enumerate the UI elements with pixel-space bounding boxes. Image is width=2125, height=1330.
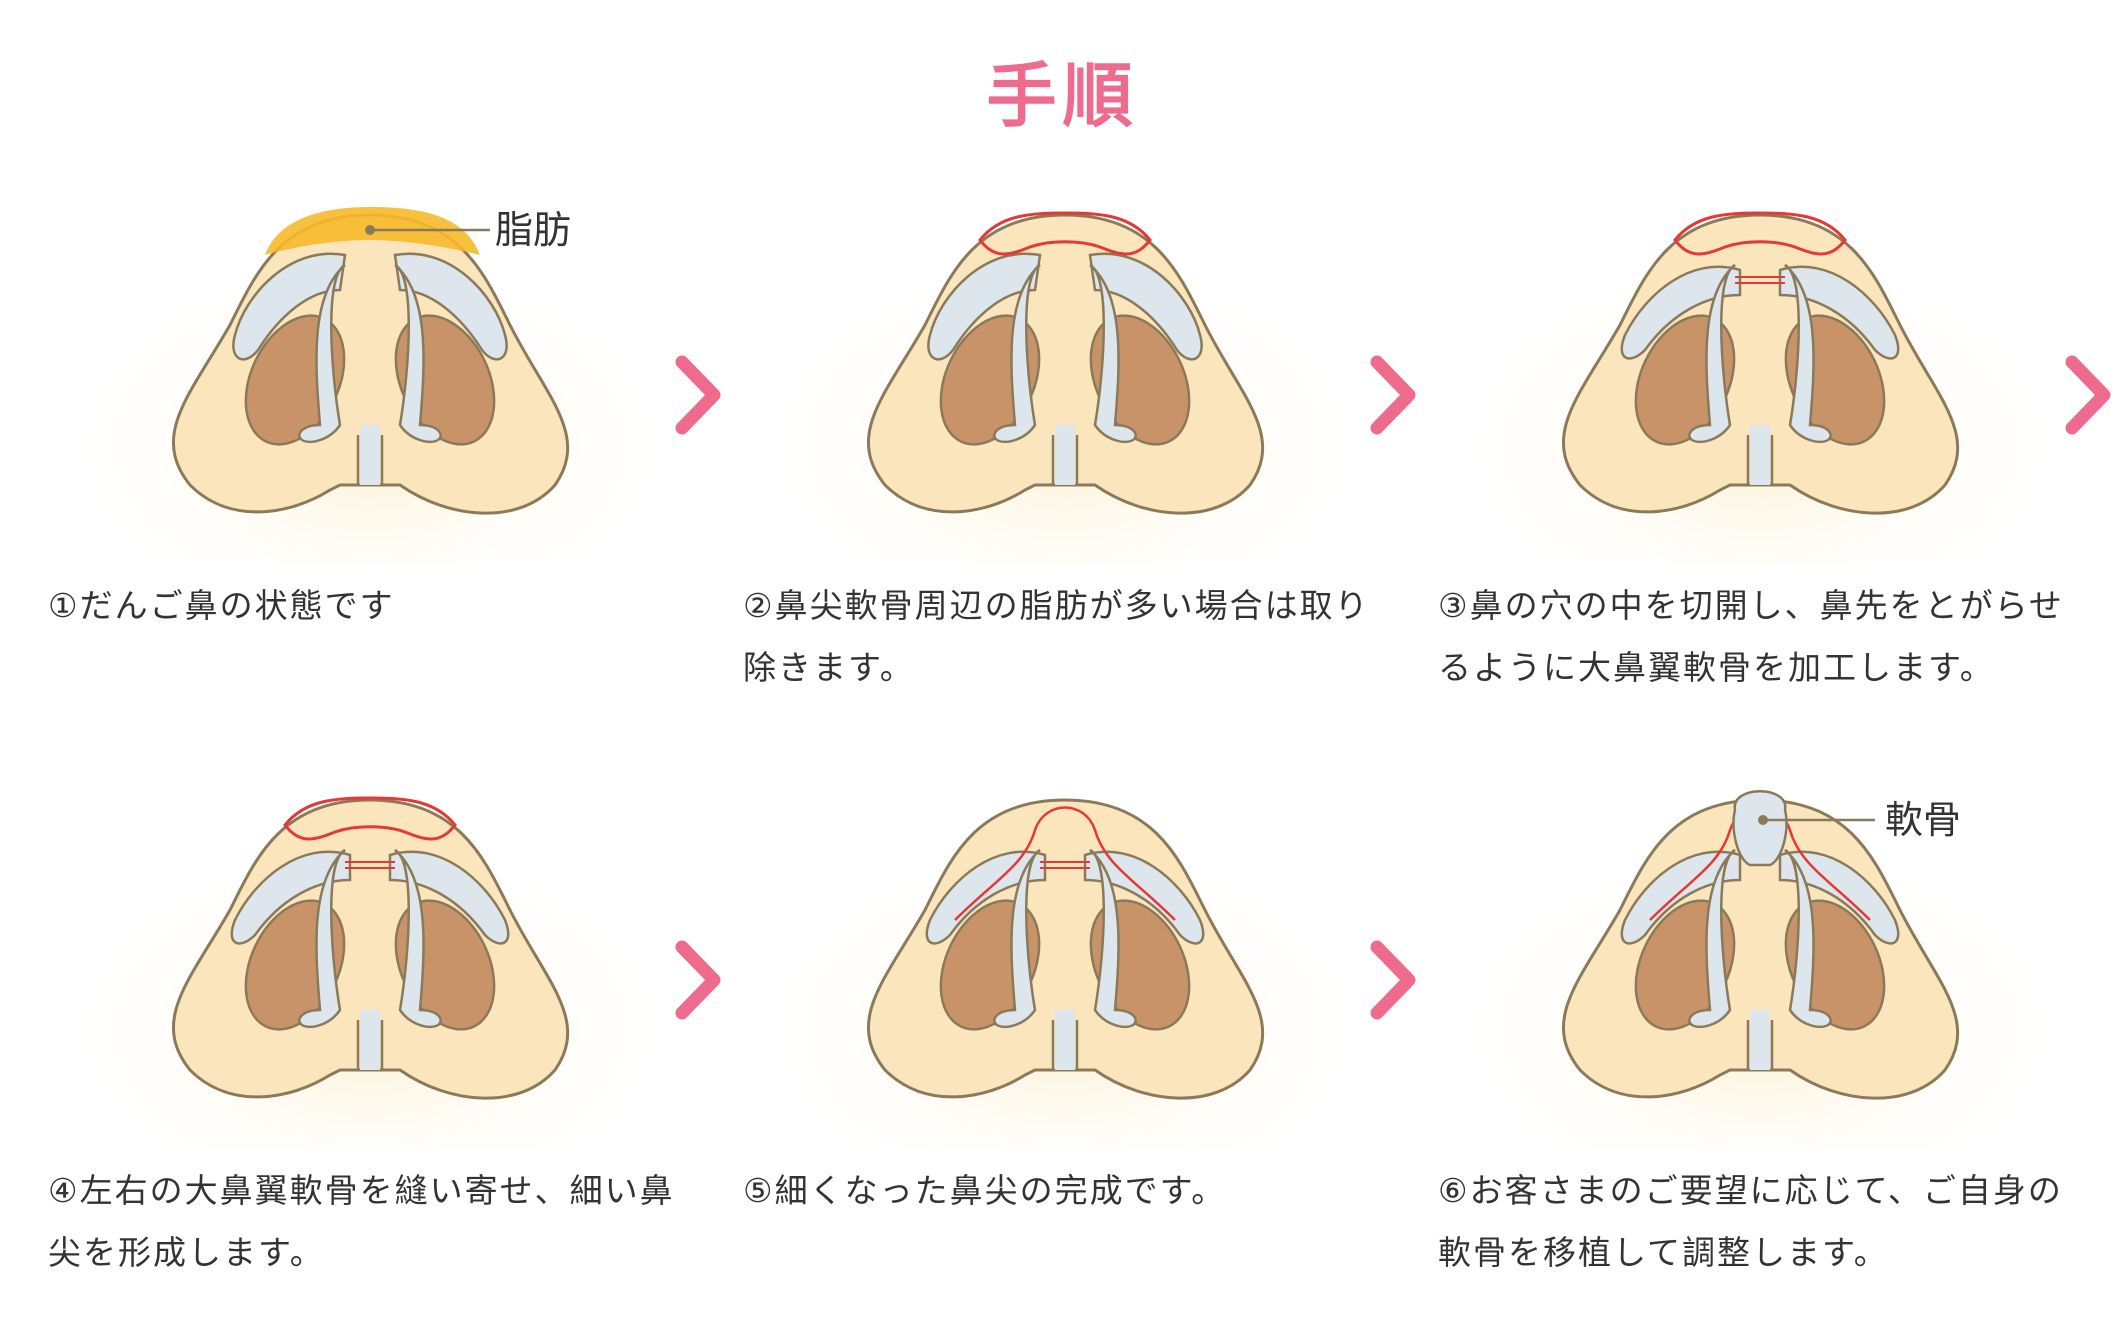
chevron-right-icon bbox=[1370, 940, 1416, 1020]
columella-fill bbox=[360, 425, 380, 485]
lateral-crus-left bbox=[925, 850, 1047, 945]
lateral-crus-right bbox=[388, 850, 510, 945]
lateral-crus-right bbox=[1778, 265, 1900, 360]
lateral-crus-left bbox=[232, 252, 347, 361]
medial-crus-left bbox=[993, 263, 1041, 444]
columella-fill bbox=[1750, 1010, 1770, 1070]
lateral-crus-right bbox=[393, 252, 508, 361]
lateral-crus-left bbox=[230, 850, 352, 945]
step-5: ⑤細くなった鼻尖の完成です。 bbox=[735, 770, 1395, 1330]
nose-illustration bbox=[1450, 211, 2070, 565]
incision-line bbox=[1673, 211, 1847, 256]
lateral-crus-left bbox=[1620, 850, 1742, 945]
columella bbox=[1746, 1020, 1774, 1070]
step-2: ②鼻尖軟骨周辺の脂肪が多い場合は取り除きます。 bbox=[735, 185, 1395, 745]
medial-crus-right bbox=[1089, 263, 1137, 444]
chevron-right-icon bbox=[675, 355, 721, 435]
suture-marks bbox=[345, 861, 395, 869]
chevron-right-icon bbox=[2065, 355, 2111, 435]
suture-marks bbox=[1735, 276, 1785, 284]
cartilage-graft bbox=[1732, 790, 1788, 867]
nose-illustration bbox=[60, 796, 680, 1150]
incision-line bbox=[978, 211, 1152, 256]
step-3: ③鼻の穴の中を切開し、鼻先をとがらせるように大鼻翼軟骨を加工します。 bbox=[1430, 185, 2090, 745]
step-caption: ③鼻の穴の中を切開し、鼻先をとがらせるように大鼻翼軟骨を加工します。 bbox=[1438, 586, 2064, 687]
columella bbox=[356, 1020, 384, 1070]
nose-illustration bbox=[755, 798, 1375, 1150]
nose-illustration bbox=[755, 211, 1375, 565]
medial-crus-left bbox=[298, 263, 346, 444]
lateral-crus-right bbox=[1088, 252, 1203, 361]
chevron-right-icon bbox=[1370, 355, 1416, 435]
nose-illustration: 軟骨 bbox=[1450, 790, 2070, 1150]
columella bbox=[356, 435, 384, 485]
columella bbox=[1051, 1020, 1079, 1070]
medial-crus-right bbox=[394, 848, 442, 1029]
lateral-crus-right bbox=[1083, 850, 1205, 945]
columella bbox=[1746, 435, 1774, 485]
step-4: ④左右の大鼻翼軟骨を縫い寄せ、細い鼻尖を形成します。 bbox=[40, 770, 700, 1330]
medial-crus-right bbox=[1089, 848, 1137, 1029]
step-caption: ①だんご鼻の状態です bbox=[48, 586, 395, 625]
nose-illustration: 脂肪 bbox=[60, 207, 680, 565]
lateral-crus-left bbox=[927, 252, 1042, 361]
callout-label: 軟骨 bbox=[1885, 798, 1961, 842]
step-caption: ④左右の大鼻翼軟骨を縫い寄せ、細い鼻尖を形成します。 bbox=[48, 1171, 675, 1272]
medial-crus-right bbox=[394, 263, 442, 444]
medial-crus-right bbox=[1784, 263, 1832, 444]
medial-crus-right bbox=[1784, 848, 1832, 1029]
incision-line bbox=[283, 796, 457, 841]
step-caption: ②鼻尖軟骨周辺の脂肪が多い場合は取り除きます。 bbox=[743, 586, 1370, 687]
suture-marks bbox=[1040, 861, 1090, 869]
medial-crus-left bbox=[1688, 263, 1736, 444]
callout-label: 脂肪 bbox=[495, 208, 571, 252]
chevron-right-icon bbox=[675, 940, 721, 1020]
medial-crus-left bbox=[993, 848, 1041, 1029]
medial-crus-left bbox=[298, 848, 346, 1029]
tip-contour-line bbox=[954, 806, 1176, 921]
step-6: 軟骨 ⑥お客さまのご要望に応じて、ご自身の軟骨を移植して調整します。 bbox=[1430, 770, 2090, 1330]
lateral-crus-right bbox=[1778, 850, 1900, 945]
step-caption: ⑤細くなった鼻尖の完成です。 bbox=[743, 1171, 1227, 1210]
step-1: 脂肪 ①だんご鼻の状態です bbox=[40, 185, 700, 745]
step-caption: ⑥お客さまのご要望に応じて、ご自身の軟骨を移植して調整します。 bbox=[1438, 1171, 2063, 1272]
columella-fill bbox=[1055, 425, 1075, 485]
page-title: 手順 bbox=[986, 55, 1139, 137]
columella-fill bbox=[1750, 425, 1770, 485]
columella-fill bbox=[360, 1010, 380, 1070]
columella bbox=[1051, 435, 1079, 485]
lateral-crus-left bbox=[1620, 265, 1742, 360]
columella-fill bbox=[1055, 1010, 1075, 1070]
medial-crus-left bbox=[1688, 848, 1736, 1029]
